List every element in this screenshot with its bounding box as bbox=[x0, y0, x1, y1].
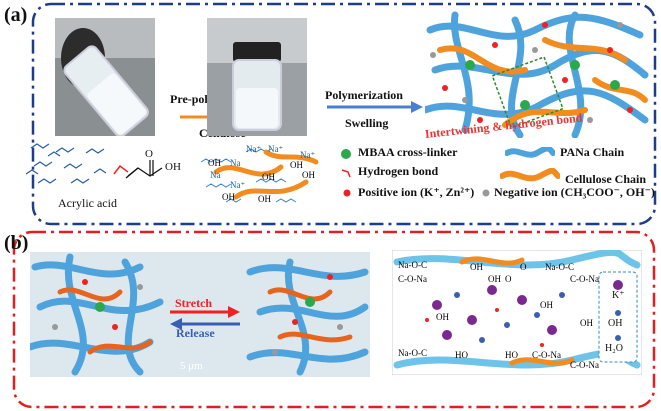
na-oh-label: Na bbox=[230, 158, 241, 168]
na-oh-label: Na bbox=[210, 170, 221, 180]
na-oh-label: OH bbox=[290, 160, 303, 170]
chem-label: Na-O-C bbox=[398, 260, 427, 270]
vial-image-1 bbox=[55, 18, 155, 136]
chem-label: OH bbox=[436, 312, 449, 322]
pana-chain-icon bbox=[505, 147, 555, 158]
stretch-label: Stretch bbox=[175, 296, 213, 310]
panel-b-label: (b) bbox=[4, 232, 29, 254]
chem-label: C-O-Na bbox=[398, 274, 427, 284]
hydrogel-network bbox=[425, 11, 649, 138]
hydrogen-bond-icon bbox=[341, 169, 351, 178]
na-oh-label: Na⁺ bbox=[268, 144, 284, 154]
chem-label: HO bbox=[505, 350, 518, 360]
vial-image-2 bbox=[207, 18, 307, 136]
na-oh-label: OH bbox=[208, 158, 221, 168]
acrylic-acid-label: Acrylic acid bbox=[58, 196, 117, 210]
cellulose-chain-icon bbox=[500, 168, 560, 182]
legend-cellulose: Cellulose Chain bbox=[565, 172, 647, 186]
chem-label: OH bbox=[488, 274, 501, 284]
stretch-release-network bbox=[30, 252, 370, 377]
panel-b-frame bbox=[12, 230, 656, 409]
panel-a-label: (a) bbox=[4, 4, 28, 26]
na-oh-label: OH bbox=[222, 192, 235, 202]
na-oh-label: OH bbox=[262, 172, 275, 182]
legend-mbaa: MBAA cross-linker bbox=[358, 145, 458, 159]
na-oh-label: Na⁺ bbox=[230, 180, 246, 190]
mbaa-icon bbox=[341, 149, 351, 159]
legend-k: K⁺ bbox=[612, 290, 625, 301]
chem-label: OH bbox=[470, 262, 483, 272]
na-oh-label: OH bbox=[258, 194, 271, 204]
scale-bar-label: 5 μm bbox=[180, 360, 203, 372]
panel-a-frame bbox=[31, 2, 657, 226]
chem-label: Na-O-C bbox=[545, 262, 574, 272]
chem-label: Na-O-C bbox=[398, 348, 427, 358]
arrow-right-icon bbox=[327, 101, 423, 113]
legend-negative-ion: Negative ion (CH₃COO⁻, OH⁻) bbox=[494, 185, 655, 199]
legend-pana: PANa Chain bbox=[560, 145, 625, 159]
na-oh-label: Na⁺ bbox=[300, 150, 316, 160]
na-oh-label: Na⁺ bbox=[246, 144, 262, 154]
release-label: Release bbox=[176, 326, 215, 340]
chem-label: O bbox=[520, 262, 527, 272]
chem-label: C-O-Na bbox=[532, 350, 561, 360]
positive-ion-icon bbox=[343, 189, 351, 197]
legend-h2o: H₂O bbox=[605, 343, 623, 354]
legend-hbond: Hydrogen bond bbox=[358, 164, 439, 178]
acid-oh-label: OH bbox=[165, 161, 181, 173]
chem-label: OH bbox=[580, 318, 593, 328]
chem-label: C-O-Na bbox=[570, 274, 599, 284]
chem-label: C-O-Na bbox=[570, 360, 599, 370]
legend-positive-ion: Positive ion (K⁺, Zn²⁺) bbox=[358, 185, 475, 199]
arrow2-bottom-label: Swelling bbox=[345, 116, 389, 130]
arrow2-top-label: Polymerization bbox=[325, 88, 403, 102]
legend-oh: OH bbox=[608, 318, 623, 329]
na-oh-label: OH bbox=[302, 170, 315, 180]
pana-cellulose-cluster bbox=[200, 148, 319, 203]
ion-transport-schematic bbox=[392, 250, 642, 375]
chem-label: HO bbox=[455, 350, 468, 360]
acrylic-acid-illustration bbox=[26, 143, 163, 184]
negative-ion-icon bbox=[482, 189, 490, 197]
chem-label: O bbox=[505, 274, 512, 284]
acid-o-label: O bbox=[145, 148, 153, 160]
chem-label: OH bbox=[540, 300, 553, 310]
